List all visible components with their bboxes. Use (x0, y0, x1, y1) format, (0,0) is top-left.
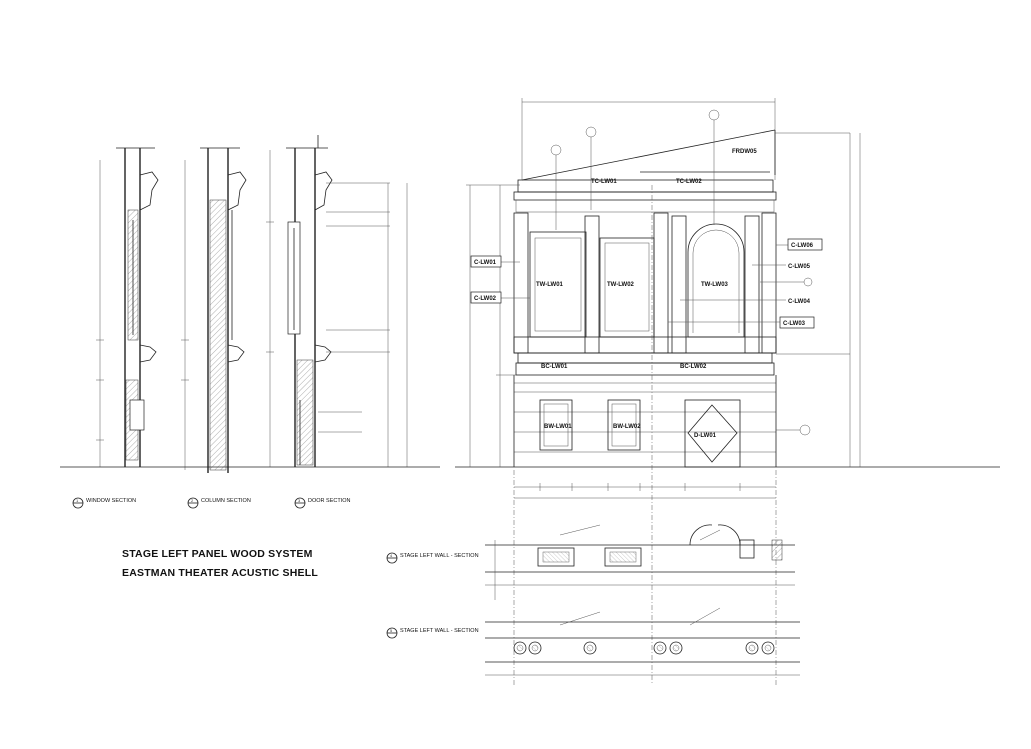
svg-text:C-LW05: C-LW05 (788, 264, 811, 270)
sheet-title-line1: STAGE LEFT PANEL WOOD SYSTEM (122, 548, 313, 560)
svg-text:TC-LW01: TC-LW01 (591, 179, 617, 185)
tag-clw06: C-LW06 (787, 238, 823, 251)
tag-clw04: C-LW04 (788, 299, 811, 305)
plan-lower-title: STAGE LEFT WALL - SECTION (400, 628, 479, 634)
svg-text:C-LW06: C-LW06 (791, 243, 814, 249)
section-callout-door: 3 DOOR SECTION (294, 497, 351, 509)
tag-tclw02: TC-LW02 (676, 179, 702, 185)
wall-elevation (466, 98, 861, 685)
svg-text:C-LW01: C-LW01 (474, 260, 497, 266)
tag-tclw01: TC-LW01 (591, 179, 617, 185)
window-section-title: WINDOW SECTION (86, 498, 136, 504)
tag-clw01: C-LW01 (470, 255, 502, 268)
plan-section-upper (485, 524, 795, 600)
svg-text:5: 5 (390, 628, 393, 633)
window-section-drawing (96, 147, 159, 467)
door-section-drawing (266, 135, 408, 467)
tag-twlw01: TW-LW01 (536, 282, 564, 288)
section-callout-window: 1 WINDOW SECTION (72, 497, 136, 509)
tag-bclw01: BC-LW01 (541, 364, 568, 370)
column-section-drawing (181, 147, 247, 473)
plan-upper-title: STAGE LEFT WALL - SECTION (400, 553, 479, 559)
svg-text:1: 1 (76, 498, 79, 503)
plan-callout-upper: 4 STAGE LEFT WALL - SECTION (386, 552, 479, 564)
svg-text:4: 4 (390, 553, 393, 558)
tag-dlw01: D-LW01 (694, 433, 717, 439)
tag-bclw02: BC-LW02 (680, 364, 707, 370)
tag-bwlw02: BW-LW02 (613, 424, 641, 430)
svg-text:C-LW02: C-LW02 (474, 296, 497, 302)
svg-text:FRDW05: FRDW05 (732, 149, 757, 155)
tag-clw05: C-LW05 (788, 264, 811, 270)
svg-text:TC-LW02: TC-LW02 (676, 179, 702, 185)
tag-frdw05: FRDW05 (732, 149, 757, 155)
svg-text:2: 2 (191, 498, 194, 503)
section-callout-column: 2 COLUMN SECTION (187, 497, 251, 509)
tag-clw03: C-LW03 (779, 316, 815, 329)
sheet-title-line2: EASTMAN THEATER ACUSTIC SHELL (122, 567, 318, 579)
tag-twlw02: TW-LW02 (607, 282, 635, 288)
plan-callout-lower: 5 STAGE LEFT WALL - SECTION (386, 627, 479, 639)
svg-text:C-LW04: C-LW04 (788, 299, 811, 305)
svg-text:3: 3 (298, 498, 301, 503)
tag-clw02: C-LW02 (470, 291, 502, 304)
tag-twlw03: TW-LW03 (701, 282, 729, 288)
column-section-title: COLUMN SECTION (201, 498, 251, 504)
svg-text:C-LW03: C-LW03 (783, 321, 806, 327)
tag-bwlw01: BW-LW01 (544, 424, 572, 430)
plan-section-lower (485, 607, 800, 676)
door-section-title: DOOR SECTION (308, 498, 351, 504)
